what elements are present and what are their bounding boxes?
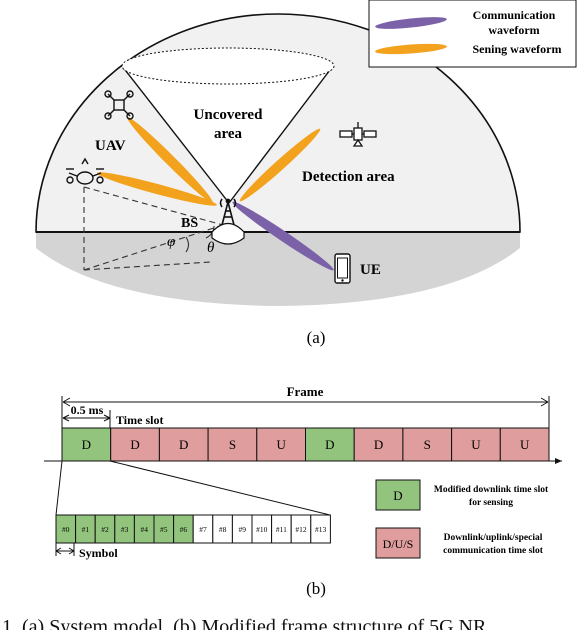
caption-b: (b) (306, 579, 326, 598)
label-theta: θ (207, 240, 215, 256)
legend-communication-line1: Communication (473, 8, 556, 22)
angle-geometry (83, 186, 224, 271)
symbol-label-11: #11 (276, 525, 287, 534)
waveform-legend: Communication waveform Sening waveform (368, 0, 577, 68)
time-slot-label-9: U (520, 437, 530, 452)
legend-communication-line2: waveform (488, 23, 539, 37)
time-slot-5 (305, 427, 355, 462)
figure-caption-text: 1. (a) System model. (b) Modified frame … (2, 616, 487, 630)
duration-label: 0.5 ms (71, 403, 104, 417)
detection-target-icon (339, 122, 377, 147)
legend-comm-box-text: D/U/S (383, 537, 414, 551)
time-slot-9 (499, 427, 550, 462)
symbol-label-1: #1 (82, 525, 90, 534)
symbol-label-4: #4 (140, 525, 148, 534)
symbol-label-0: #0 (62, 525, 70, 534)
uncovered-cone (122, 66, 333, 203)
label-detection-area: Detection area (302, 169, 395, 185)
legend-sensing-line2: for sensing (469, 498, 513, 508)
symbol-label-2: #2 (101, 525, 109, 534)
time-slot-label-4: U (276, 437, 286, 452)
time-slot-label-7: S (424, 437, 431, 452)
time-slot-4 (256, 427, 306, 462)
sensing-beams (97, 117, 321, 206)
legend-comm-line1: Downlink/uplink/special (444, 533, 543, 543)
symbol-label: Symbol (79, 546, 118, 560)
symbol-label-6: #6 (180, 525, 188, 534)
frame-label: Frame (287, 384, 324, 399)
label-uav: UAV (95, 138, 126, 154)
time-slot-0 (61, 427, 112, 462)
label-uncovered-line2: area (214, 126, 243, 142)
time-slot-8 (451, 427, 501, 462)
time-slot-2 (158, 427, 209, 462)
symbol-label-7: #7 (199, 525, 207, 534)
time-slot-label-0: D (82, 437, 91, 452)
label-uncovered-line1: Uncovered (194, 107, 264, 123)
symbol-label-12: #12 (295, 525, 307, 534)
legend-comm-box (375, 527, 421, 559)
label-phi: φ (167, 234, 175, 250)
time-slot-7 (402, 427, 453, 462)
symbol-label-9: #9 (238, 525, 246, 534)
legend-sensing-line1: Modified downlink time slot (434, 485, 549, 495)
label-bs: BS (181, 216, 198, 231)
legend-sensing-box-text: D (393, 488, 402, 503)
frame-structure-diagram: Frame 0.5 ms Time slot D D D S U D D S U U #0 #1 #2… (44, 384, 562, 598)
time-slot-label-3: S (229, 437, 236, 452)
uncovered-cap (121, 47, 335, 85)
caption-a: (a) (307, 328, 326, 347)
uav-top-icon (104, 90, 134, 120)
ground-plane (36, 232, 520, 306)
legend-sensing: Sening waveform (473, 42, 562, 56)
symbol-row: #0 #1 #2 #3 #4 #5 #6 #7 #8 #9 #10 #11 #12 #13 (55, 514, 331, 544)
time-slot-label-1: D (130, 437, 139, 452)
symbol-label-8: #8 (219, 525, 227, 534)
user-equipment-icon (334, 253, 351, 284)
time-slot-label-8: U (471, 437, 481, 452)
legend-sensing-box (375, 479, 421, 511)
time-slot-label-6: D (374, 437, 383, 452)
symbol-label-5: #5 (160, 525, 168, 534)
system-model-diagram: Uncovered area UAV Detection area BS φ θ… (35, 0, 577, 347)
legend-comm-line2: communication time slot (443, 546, 544, 556)
communication-beam (232, 201, 334, 271)
figure-caption: 1. (a) System model. (b) Modified frame … (0, 612, 578, 630)
time-slot-1 (110, 427, 160, 462)
phi-arc (185, 236, 190, 253)
symbol-label-3: #3 (121, 525, 129, 534)
label-ue: UE (360, 262, 381, 278)
symbol-label-13: #13 (315, 525, 327, 534)
time-slot-label-2: D (179, 437, 188, 452)
symbol-13 (310, 514, 331, 544)
time-slot-label: Time slot (116, 413, 163, 427)
uav-left-icon (66, 157, 104, 185)
time-slot-6 (353, 427, 404, 462)
time-slot-label-5: D (325, 437, 334, 452)
symbol-label-10: #10 (256, 525, 268, 534)
base-station-icon (219, 198, 237, 226)
